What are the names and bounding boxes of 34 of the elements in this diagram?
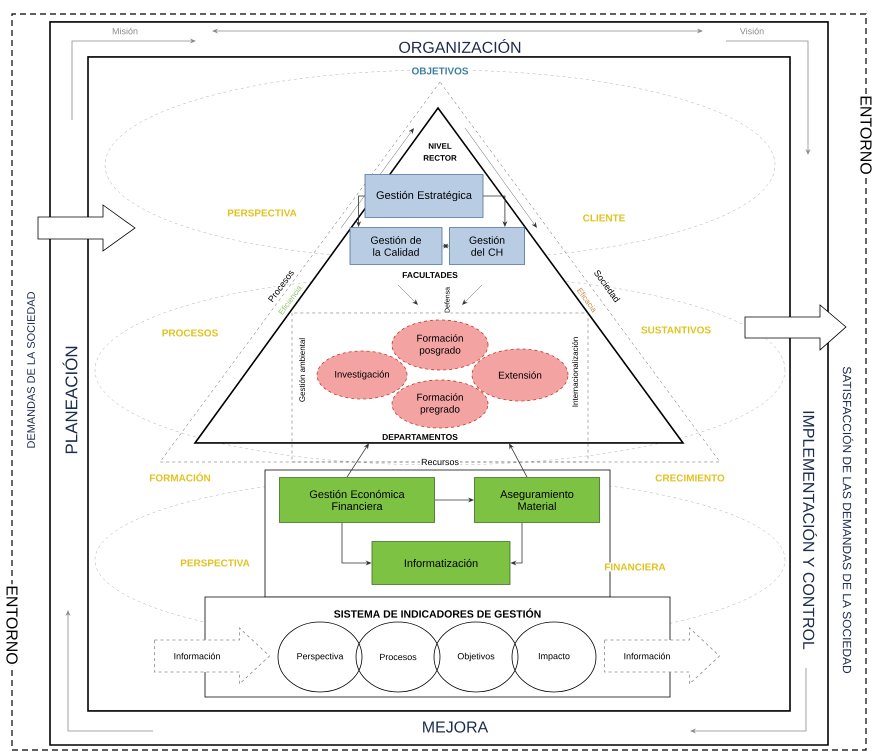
section-label: CRECIMIENTO [654, 473, 726, 482]
level-label: FACULTADES [402, 272, 458, 278]
process-box: Gestión Económica Financiera [279, 477, 435, 523]
section-label: FINANCIERA [603, 562, 667, 572]
frame-label: ORGANIZACIÓN [399, 39, 520, 53]
section-label: PERSPECTIVA [179, 558, 251, 568]
level-label: DEPARTAMENTOS [382, 434, 458, 440]
section-label: CLIENTE [582, 213, 626, 223]
text-label: Recursos [420, 458, 460, 466]
arrow-label: Visión [738, 26, 766, 36]
box-title: SISTEMA DE INDICADORES DE GESTIÓN [334, 608, 541, 618]
section-label: SUSTANTIVOS [640, 325, 712, 335]
frame-label: ENTORNO [5, 584, 19, 666]
frame-label: IMPLEMENTACIÓN Y CONTROL [803, 412, 817, 650]
function-oval: Extensión [472, 348, 568, 402]
process-box: Gestión de la Calidad [350, 227, 442, 265]
function-oval: Formación pregrado [392, 380, 488, 428]
arrow-label: Misión [111, 26, 139, 36]
section-label: FORMACIÓN [148, 472, 212, 482]
process-box: Gestión del CH [449, 227, 525, 265]
frame-label: MEJORA [423, 721, 488, 733]
function-oval: Investigación [316, 350, 408, 400]
section-label: PROCESOS [160, 328, 220, 338]
inner-frame [87, 56, 791, 712]
process-box: Aseguramiento Material [474, 477, 600, 523]
frame-label: PLANEACIÓN [62, 346, 78, 454]
function-oval: Formación posgrado [392, 320, 488, 370]
side-label: DEMANDAS DE LA SOCIEDAD [26, 290, 36, 450]
process-box: Informatización [372, 541, 510, 585]
section-label: PERSPECTIVA [226, 208, 298, 218]
heading-label: OBJETIVOS [410, 66, 470, 76]
side-label: SATISFACCIÓN DE LAS DEMANDAS DE LA SOCIEDAD [842, 365, 854, 675]
frame-label: ENTORNO [859, 94, 873, 176]
process-box: Gestión Estratégica [364, 174, 484, 218]
